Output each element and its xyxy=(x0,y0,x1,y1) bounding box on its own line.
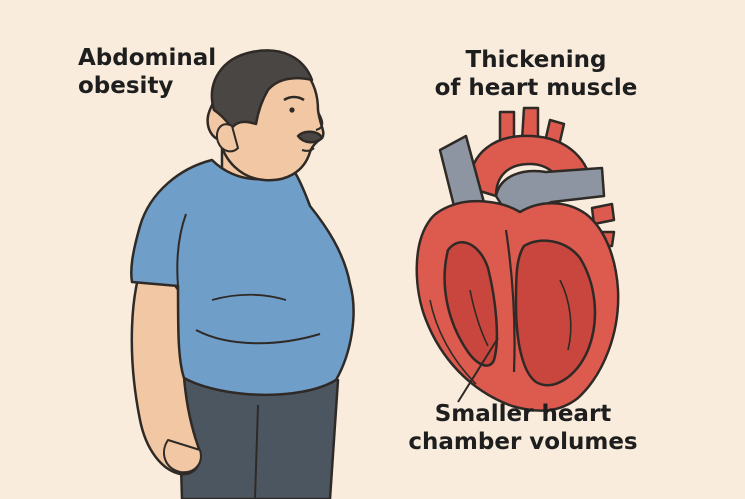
man-figure-icon xyxy=(131,50,353,499)
label-smaller-chamber-volumes: Smaller heart chamber volumes xyxy=(400,400,646,456)
label-abdominal-obesity: Abdominal obesity xyxy=(78,44,216,100)
heart-cross-section-icon xyxy=(417,108,618,411)
label-heart-muscle-thickening: Thickening of heart muscle xyxy=(418,46,654,102)
mustache xyxy=(298,132,322,143)
